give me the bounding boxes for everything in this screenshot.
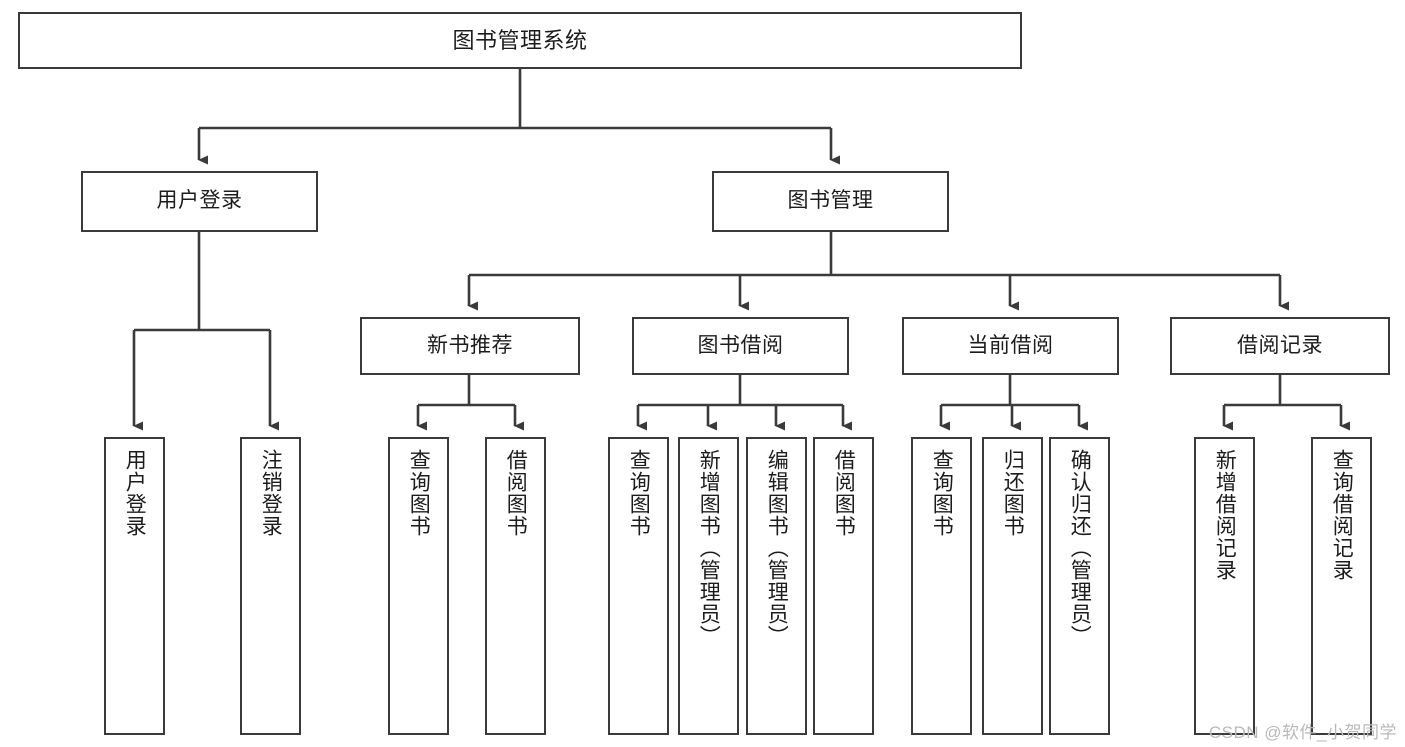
node-current-borrow[interactable]: 当前借阅 bbox=[902, 317, 1119, 375]
node-book-borrow-label: 图书借阅 bbox=[697, 333, 784, 357]
node-leaf-edit-book-admin[interactable]: 编辑图书（管理员） bbox=[746, 437, 807, 735]
node-new-book-recommend[interactable]: 新书推荐 bbox=[360, 317, 580, 375]
node-leaf-add-book-admin[interactable]: 新增图书（管理员） bbox=[678, 437, 739, 735]
node-leaf-user-login[interactable]: 用户登录 bbox=[104, 437, 165, 735]
node-leaf-query-book-current-label: 查询图书 bbox=[930, 449, 954, 537]
node-leaf-query-borrow-record[interactable]: 查询借阅记录 bbox=[1311, 437, 1372, 735]
node-leaf-query-book-current[interactable]: 查询图书 bbox=[911, 437, 972, 735]
node-root-system-label: 图书管理系统 bbox=[452, 27, 588, 53]
node-borrow-record[interactable]: 借阅记录 bbox=[1170, 317, 1390, 375]
node-book-management[interactable]: 图书管理 bbox=[712, 171, 949, 232]
node-leaf-confirm-return-admin-label: 确认归还（管理员） bbox=[1068, 449, 1092, 647]
node-leaf-query-book-recommend[interactable]: 查询图书 bbox=[388, 437, 449, 735]
node-leaf-add-borrow-record[interactable]: 新增借阅记录 bbox=[1194, 437, 1255, 735]
node-leaf-edit-book-admin-label: 编辑图书（管理员） bbox=[765, 449, 789, 647]
node-current-borrow-label: 当前借阅 bbox=[967, 333, 1054, 357]
node-leaf-borrow-book-label: 借阅图书 bbox=[832, 449, 856, 537]
node-user-login-label: 用户登录 bbox=[156, 189, 243, 213]
node-book-management-label: 图书管理 bbox=[787, 189, 874, 213]
node-leaf-user-logout[interactable]: 注销登录 bbox=[240, 437, 301, 735]
node-leaf-query-book-recommend-label: 查询图书 bbox=[407, 449, 431, 537]
node-new-book-recommend-label: 新书推荐 bbox=[427, 333, 513, 357]
node-leaf-borrow-book-recommend-label: 借阅图书 bbox=[504, 449, 528, 537]
node-root-system[interactable]: 图书管理系统 bbox=[18, 12, 1022, 69]
node-user-login[interactable]: 用户登录 bbox=[81, 171, 318, 232]
node-leaf-query-book-borrow-label: 查询图书 bbox=[627, 449, 651, 537]
node-leaf-query-book-borrow[interactable]: 查询图书 bbox=[608, 437, 669, 735]
node-leaf-borrow-book[interactable]: 借阅图书 bbox=[813, 437, 874, 735]
node-book-borrow[interactable]: 图书借阅 bbox=[632, 317, 849, 375]
node-leaf-add-book-admin-label: 新增图书（管理员） bbox=[697, 449, 721, 647]
node-leaf-query-borrow-record-label: 查询借阅记录 bbox=[1330, 449, 1354, 581]
node-leaf-borrow-book-recommend[interactable]: 借阅图书 bbox=[485, 437, 546, 735]
watermark-text: CSDN @软件_小贺同学 bbox=[1208, 723, 1397, 742]
node-leaf-user-login-label: 用户登录 bbox=[123, 449, 147, 537]
node-leaf-add-borrow-record-label: 新增借阅记录 bbox=[1213, 449, 1237, 581]
node-leaf-user-logout-label: 注销登录 bbox=[259, 449, 283, 537]
node-leaf-return-book-label: 归还图书 bbox=[1001, 449, 1025, 537]
node-leaf-confirm-return-admin[interactable]: 确认归还（管理员） bbox=[1049, 437, 1110, 735]
node-leaf-return-book[interactable]: 归还图书 bbox=[982, 437, 1043, 735]
node-borrow-record-label: 借阅记录 bbox=[1237, 333, 1323, 357]
